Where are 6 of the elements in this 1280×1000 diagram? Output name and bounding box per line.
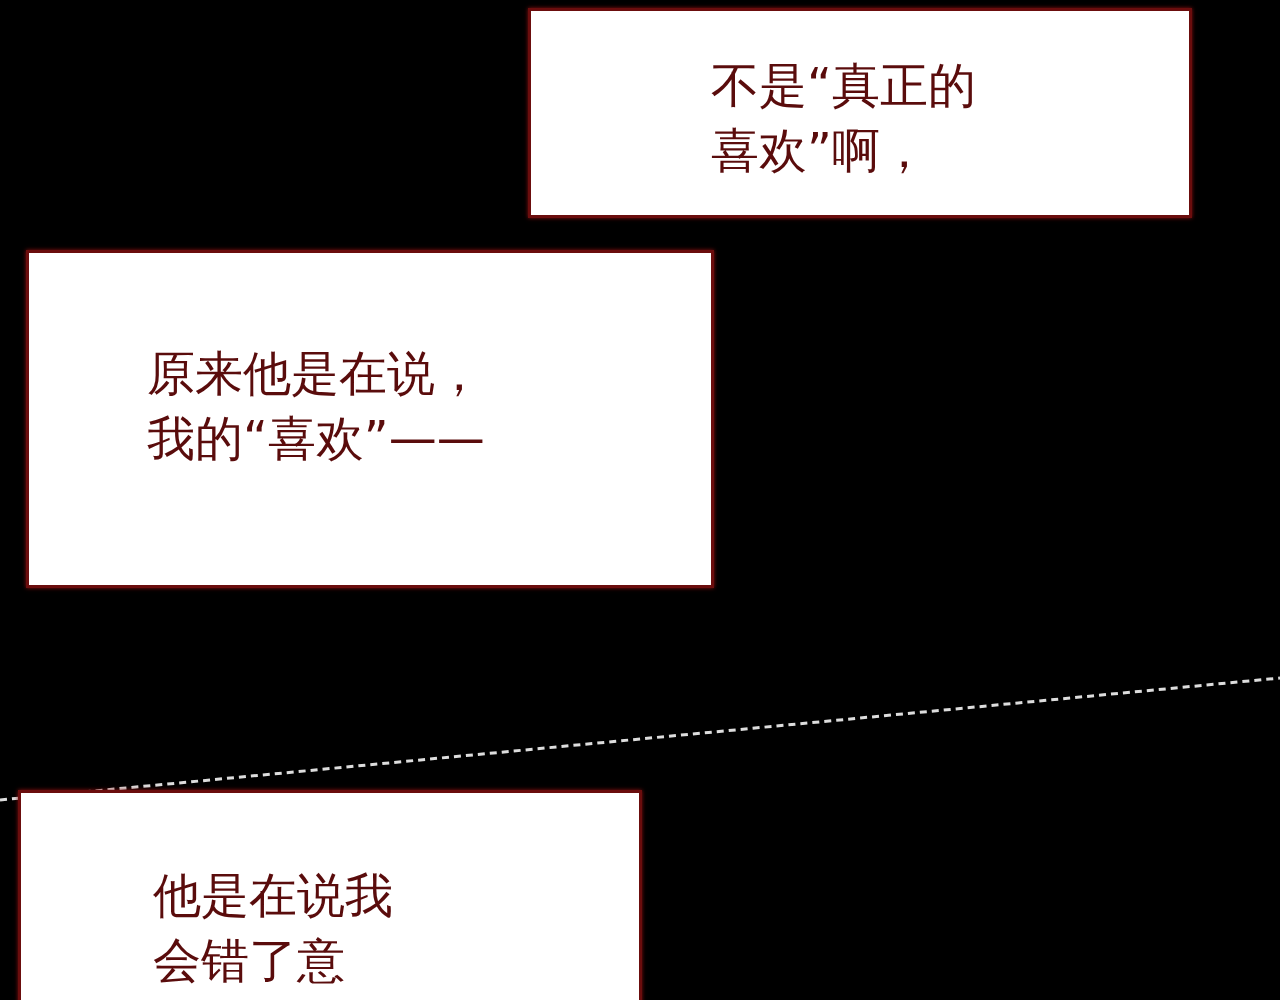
caption-box <box>26 250 714 588</box>
caption-text: 不是“真正的喜欢”啊， <box>711 56 977 180</box>
caption-box <box>528 8 1192 218</box>
caption-text: 他是在说我会错了意 <box>153 866 394 990</box>
caption-box <box>18 790 642 1000</box>
caption-text: 原来他是在说，我的“喜欢”—— <box>147 344 486 468</box>
